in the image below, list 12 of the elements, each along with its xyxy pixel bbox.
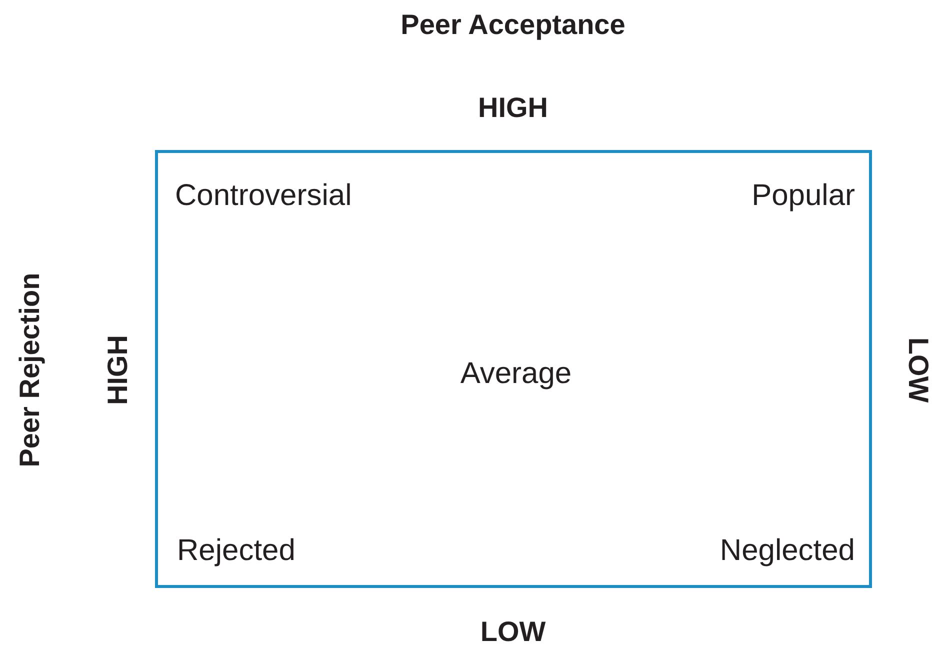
category-label: Neglected [720, 536, 855, 566]
category-label: Average [460, 359, 572, 389]
axis-title: Peer Rejection [16, 272, 44, 468]
axis-level-label: HIGH [478, 94, 548, 122]
axis-title: Peer Acceptance [400, 11, 626, 39]
category-label: Controversial [175, 181, 352, 211]
axis-level-label: HIGH [104, 335, 132, 405]
axis-level-label: LOW [480, 618, 546, 646]
axis-level-label: LOW [904, 337, 932, 403]
quadrant-frame [155, 150, 872, 588]
category-label: Popular [752, 181, 855, 211]
category-label: Rejected [177, 536, 296, 566]
